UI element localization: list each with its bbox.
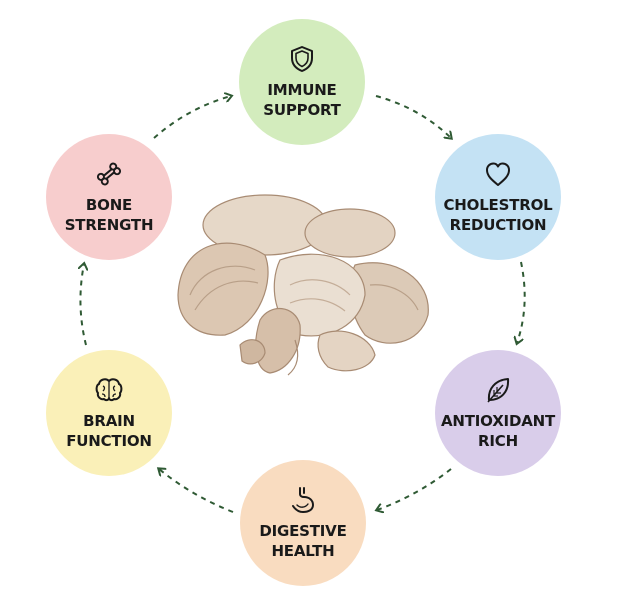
node-label-line2: RICH [478, 432, 518, 450]
node-digestive-health: DIGESTIVE HEALTH [240, 460, 366, 586]
node-label-line1: CHOLESTROL [443, 196, 553, 214]
leaf-icon [487, 378, 510, 403]
node-immune-support: IMMUNE SUPPORT [239, 19, 365, 145]
arrow-brain-to-bone [80, 264, 86, 346]
arrow-digestive-to-brain [159, 469, 234, 513]
brain-icon [95, 378, 123, 402]
node-label-line2: REDUCTION [449, 216, 547, 234]
arrow-immune-to-cholesterol [375, 95, 451, 138]
node-label: BONE STRENGTH [65, 195, 154, 235]
arrow-bone-to-immune [153, 96, 231, 139]
node-label: CHOLESTROL REDUCTION [443, 195, 552, 235]
node-label-line1: DIGESTIVE [259, 522, 347, 540]
stomach-icon [292, 487, 315, 514]
arrow-cholesterol-to-antioxidant [517, 261, 526, 343]
mushroom-cluster-image [177, 194, 429, 376]
node-label: ANTIOXIDANT RICH [441, 411, 555, 451]
node-label-line1: BRAIN [83, 412, 135, 430]
node-label-line2: HEALTH [271, 542, 335, 560]
node-label-line2: STRENGTH [64, 216, 154, 234]
shield-icon [291, 46, 313, 72]
node-label-line1: IMMUNE [267, 81, 337, 99]
heart-icon [486, 162, 510, 186]
node-label: IMMUNE SUPPORT [263, 80, 341, 120]
node-label: DIGESTIVE HEALTH [259, 521, 346, 561]
node-label-line1: ANTIOXIDANT [441, 412, 555, 430]
node-label-line2: SUPPORT [263, 101, 341, 119]
bone-icon [96, 162, 122, 186]
node-cholesterol-reduction: CHOLESTROL REDUCTION [435, 134, 561, 260]
node-label-line1: BONE [85, 196, 133, 214]
arrow-antioxidant-to-digestive [377, 468, 452, 510]
node-bone-strength: BONE STRENGTH [46, 134, 172, 260]
node-label: BRAIN FUNCTION [66, 411, 152, 451]
node-antioxidant-rich: ANTIOXIDANT RICH [435, 350, 561, 476]
node-label-line2: FUNCTION [66, 432, 152, 450]
node-brain-function: BRAIN FUNCTION [46, 350, 172, 476]
